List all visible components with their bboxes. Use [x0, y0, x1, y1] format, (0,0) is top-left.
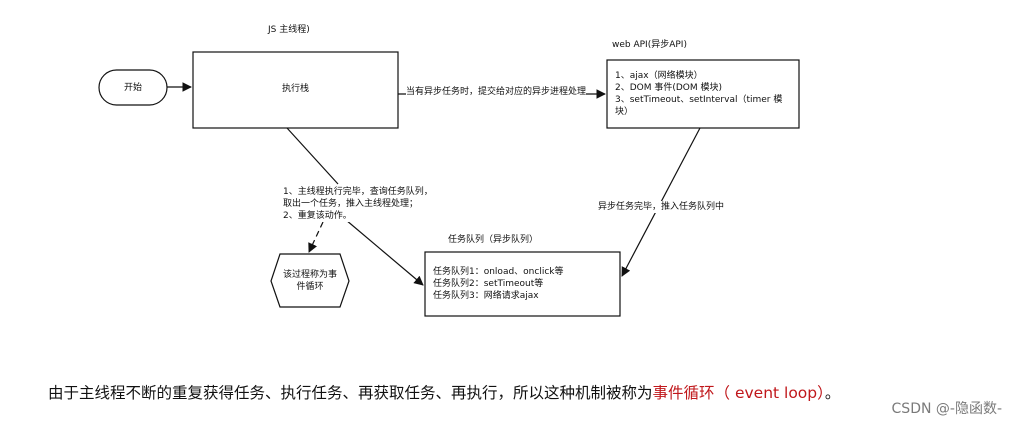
main-thread-notes: 1、主线程执行完毕，查询任务队列， 取出一个任务，推入主线程处理； 2、重复该动… [283, 186, 433, 222]
web-api-title: web API(异步API) [612, 40, 687, 50]
start-label: 开始 [123, 83, 142, 93]
caption: 由于主线程不断的重复获得任务、执行任务、再获取任务、再执行，所以这种机制被称为事… [48, 382, 840, 404]
csdn-watermark: CSDN @-隐函数- [891, 401, 1002, 417]
task-queue-item: 任务队列3：网络请求ajax [433, 291, 539, 301]
web-api-item: 2、DOM 事件(DOM 模块) [615, 83, 723, 93]
note-line: 1、主线程执行完毕，查询任务队列， [283, 187, 433, 197]
caption-prefix: 由于主线程不断的重复获得任务、执行任务、再获取任务、再执行，所以这种机制被称为 [48, 384, 653, 402]
note-line: 2、重复该动作。 [283, 211, 352, 221]
web-api-box [606, 59, 800, 129]
web-api-item: 3、setTimeout、setInterval（timer 模 [615, 95, 783, 105]
task-queue-item: 任务队列2：setTimeout等 [433, 279, 544, 289]
event-loop-label: 该过程称为事 件循环 [271, 269, 349, 293]
caption-highlight: 事件循环（ event loop） [652, 384, 825, 402]
execution-stack-box [192, 51, 399, 129]
loop-label-line: 件循环 [296, 282, 324, 292]
arrow-label-async: 当有异步任务时，提交给对应的异步进程处理 [406, 86, 587, 98]
js-main-thread-title: JS 主线程) [268, 25, 310, 35]
line-stack-to-notes [286, 127, 339, 185]
task-queue-list: 任务队列1：onload、onclick等 任务队列2：setTimeout等 … [433, 266, 564, 302]
task-queue-item: 任务队列1：onload、onclick等 [433, 267, 564, 277]
arrow-notes-to-loop [308, 221, 324, 253]
exec-stack-label: 执行栈 [281, 84, 309, 94]
arrow-notes-to-queue [345, 219, 424, 286]
event-loop-hexagon [270, 253, 350, 308]
task-queue-box [424, 251, 621, 317]
loop-label-line: 该过程称为事 [282, 270, 337, 280]
task-queue-title: 任务队列（异步队列） [448, 235, 539, 245]
web-api-item: 块） [615, 107, 634, 117]
caption-suffix: 。 [824, 384, 841, 402]
note-line: 取出一个任务，推入主线程处理； [283, 199, 419, 209]
web-api-list: 1、ajax（网络模块） 2、DOM 事件(DOM 模块) 3、setTimeo… [615, 70, 782, 118]
web-api-item: 1、ajax（网络模块） [615, 71, 703, 81]
async-done-label: 异步任务完毕，推入任务队列中 [598, 201, 725, 213]
